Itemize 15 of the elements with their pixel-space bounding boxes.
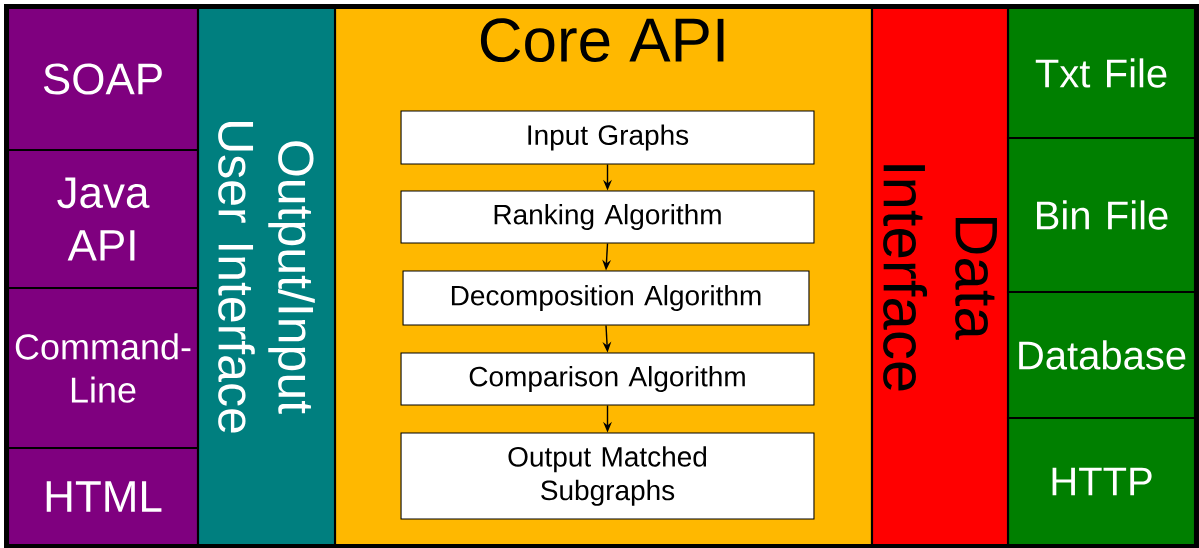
storage-box: Bin File: [1007, 136, 1197, 294]
process-box: Ranking Algorithm: [400, 190, 815, 244]
interface-box: Command-Line: [6, 286, 200, 450]
interface-band: Output/Input User Interface: [196, 7, 337, 546]
process-box: Decomposition Algorithm: [402, 270, 810, 326]
storage-box: Database: [1007, 290, 1197, 420]
interface-box: SOAP: [6, 6, 200, 152]
process-box: Output Matched Subgraphs: [400, 432, 815, 520]
interface-box: HTML: [6, 446, 200, 547]
interface-band: Data Interface: [870, 7, 1010, 546]
process-box: Comparison Algorithm: [400, 352, 815, 406]
interface-box: Java API: [6, 148, 200, 290]
storage-box: Txt File: [1007, 6, 1197, 140]
storage-box: HTTP: [1007, 416, 1197, 547]
process-box: Input Graphs: [400, 110, 815, 165]
